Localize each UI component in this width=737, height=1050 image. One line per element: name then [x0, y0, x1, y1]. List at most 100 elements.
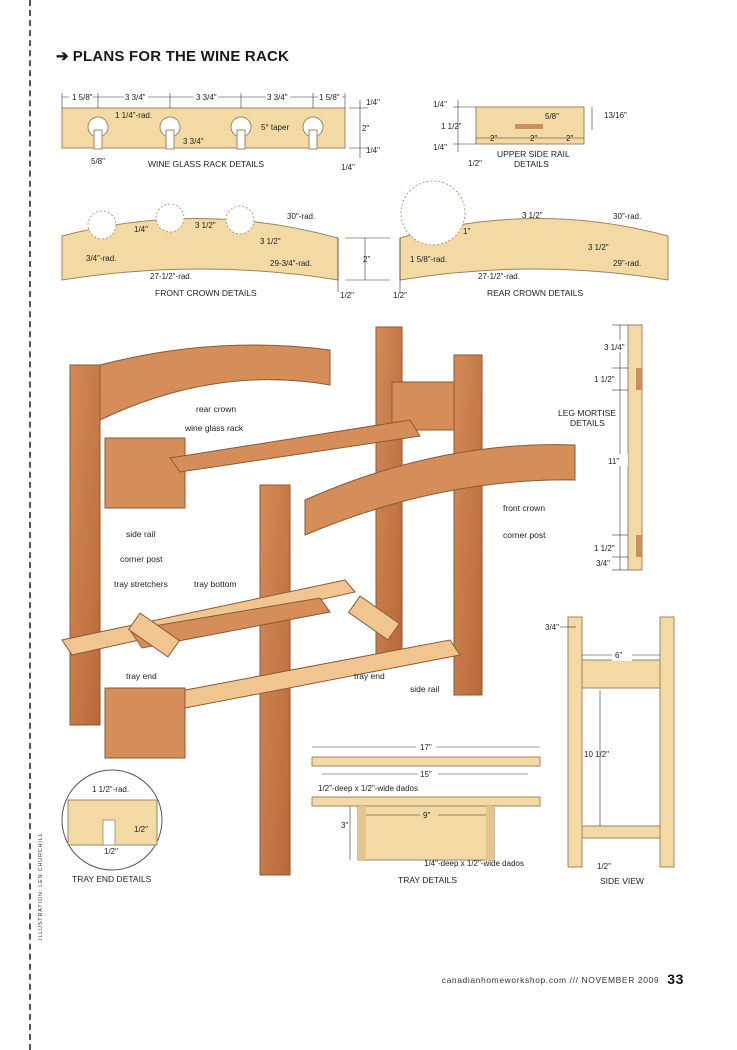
label-rear-crown: rear crown	[196, 404, 236, 414]
dim-label-center: 2"	[363, 255, 370, 264]
dim-label: 3/4"	[545, 623, 559, 632]
exploded-assembly: rear crown wine glass rack front crown s…	[61, 326, 576, 876]
page-number: 33	[667, 971, 684, 987]
label-side-rail-upper: side rail	[126, 529, 155, 539]
wine-glass-rack-part	[169, 419, 421, 473]
front-right-post	[453, 354, 483, 696]
dim-label: 2"	[490, 134, 497, 143]
dim-label: 1 1/2"	[594, 375, 615, 384]
dim-label: 10 1/2"	[584, 750, 609, 759]
dim-label: 3 1/2"	[195, 221, 216, 230]
dim-label: 1/2"	[104, 847, 118, 856]
dim-label: 1 1/2"-rad.	[92, 785, 129, 794]
dim-label: 3 1/2"	[522, 211, 543, 220]
dim-label: 30"-rad.	[287, 212, 315, 221]
dim-label: 15"	[420, 770, 432, 779]
dim-label: 3 1/2"	[588, 243, 609, 252]
caption-wine-glass-rack: WINE GLASS RACK DETAILS	[148, 159, 264, 169]
tray-bottom-part	[129, 597, 331, 649]
dim-label: 1/2"	[393, 291, 407, 300]
arrow-icon: ➔	[56, 48, 69, 65]
dim-label: 30"-rad.	[613, 212, 641, 221]
caption-tray-details: TRAY DETAILS	[398, 875, 457, 885]
dim-label: 3/4"	[596, 559, 610, 568]
dim-label: 5° taper	[261, 123, 289, 132]
dim-label: 1/2"-deep x 1/2"-wide dados	[318, 784, 418, 793]
dim-label: 9"	[423, 811, 430, 820]
dim-label: 1 5/8"-rad.	[410, 255, 447, 264]
tray-stretcher-front	[174, 639, 461, 709]
dim-label: 1 5/8"	[319, 93, 340, 102]
upper-side-rail-left	[104, 437, 186, 509]
dim-label: 3 3/4"	[196, 93, 217, 102]
caption-tray-end: TRAY END DETAILS	[72, 874, 152, 884]
dim-label: 3 3/4"	[125, 93, 146, 102]
dim-label: 3 1/2"	[260, 237, 281, 246]
dim-label: 29-3/4"-rad.	[270, 259, 312, 268]
caption-side-view: SIDE VIEW	[600, 876, 644, 886]
caption-rear-crown: REAR CROWN DETAILS	[487, 288, 584, 298]
dim-label: 3 1/4"	[604, 343, 625, 352]
illustration-credit: ILLUSTRATION: LEN CHURCHILL	[38, 832, 44, 940]
side-view: 3/4" 6" 10 1/2" 1/2" SIDE VIEW	[545, 616, 675, 886]
page-title-text: PLANS FOR THE WINE RACK	[72, 48, 290, 65]
dim-label: 1/4"	[366, 98, 380, 107]
dim-label: 3/4"-rad.	[86, 254, 116, 263]
front-crown-part	[304, 444, 576, 536]
label-tray-end-left: tray end	[126, 671, 157, 681]
tray-end-left-part	[127, 612, 181, 658]
dim-label: 1/4"	[366, 146, 380, 155]
left-corner-post	[69, 364, 101, 726]
dim-label: 1/4"	[341, 163, 355, 172]
dim-label: 11"	[608, 457, 619, 466]
dim-label: 27-1/2"-rad.	[150, 272, 192, 281]
upper-side-rail-details: 1/4" 1 1/2" 1/4" 5/8" 13/16" 2" 2" 2" 1/…	[433, 100, 627, 169]
dim-label: 3"	[341, 821, 348, 830]
dim-label: 3 3/4"	[183, 137, 204, 146]
dim-label: 1/2"	[468, 159, 482, 168]
label-tray-bottom: tray bottom	[194, 579, 237, 589]
caption-upper-side-rail-2: DETAILS	[514, 159, 549, 169]
dim-label: 13/16"	[604, 111, 627, 120]
dim-label: 5/8"	[545, 112, 559, 121]
dim-label: 1/4"-deep x 1/2"-wide dados	[424, 859, 524, 868]
label-front-crown: front crown	[503, 503, 545, 513]
dim-label: 6"	[615, 651, 622, 660]
dim-label: 17"	[420, 743, 432, 752]
footer-site: canadianhomeworkshop.com /// NOVEMBER 20…	[441, 975, 660, 985]
dim-label: 27-1/2"-rad.	[478, 272, 520, 281]
page-footer: canadianhomeworkshop.com /// NOVEMBER 20…	[442, 971, 684, 987]
caption-leg-mortise: LEG MORTISE	[558, 408, 616, 418]
front-crown-details: 3 1/2" 30"-rad. 1/4" 3 1/2" 3/4"-rad. 29…	[61, 203, 390, 300]
tray-end-details: 1 1/2"-rad. 1/2" 1/2" TRAY END DETAILS	[61, 769, 163, 884]
binding-dashed-rule	[29, 0, 31, 1050]
caption-front-crown: FRONT CROWN DETAILS	[155, 288, 257, 298]
label-wine-glass-rack: wine glass rack	[184, 423, 244, 433]
dim-label: 29"-rad.	[613, 259, 641, 268]
dim-label: 1/2"	[340, 291, 354, 300]
dim-label: 1 1/2"	[594, 544, 615, 553]
dim-label: 1 5/8"	[72, 93, 93, 102]
dim-label: 1/4"	[433, 100, 447, 109]
label-tray-end-right: tray end	[354, 671, 385, 681]
label-side-rail-lower: side rail	[410, 684, 439, 694]
label-tray-stretchers: tray stretchers	[114, 579, 168, 589]
caption-upper-side-rail: UPPER SIDE RAIL	[497, 149, 570, 159]
leg-mortise-details: 3 1/4" 1 1/2" 11" 1 1/2" 3/4" LEG MORTIS…	[558, 324, 643, 571]
rear-crown-part	[99, 344, 331, 421]
dim-label: 1 1/4"-rad.	[115, 111, 152, 120]
dim-label: 1/4"	[433, 143, 447, 152]
wine-glass-rack-details: 1 5/8" 3 3/4" 3 3/4" 3 3/4" 1 5/8" 1 1/4…	[61, 92, 380, 172]
label-corner-post-left: corner post	[120, 554, 163, 564]
page-title: ➔PLANS FOR THE WINE RACK	[56, 47, 289, 65]
dim-label: 5/8"	[91, 157, 105, 166]
dim-label: 1/2"	[134, 825, 148, 834]
dim-label: 1/2"	[597, 862, 611, 871]
dim-label: 3 3/4"	[267, 93, 288, 102]
dim-label: 2"	[362, 124, 369, 133]
dim-label: 2"	[530, 134, 537, 143]
dim-label: 1"	[463, 227, 470, 236]
lower-side-rail-part	[104, 687, 186, 759]
